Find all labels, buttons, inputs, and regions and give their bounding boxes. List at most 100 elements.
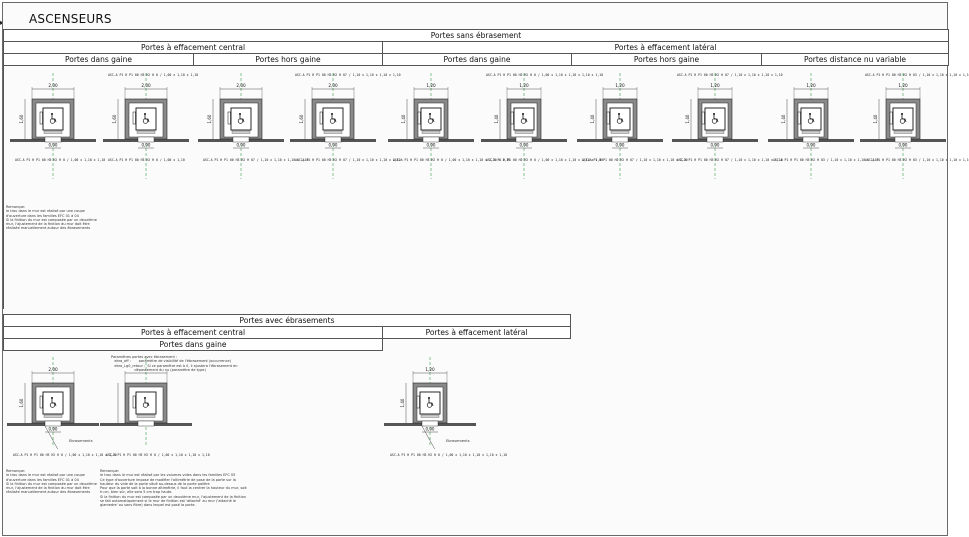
wheelchair-icon	[142, 397, 150, 408]
width-dimension-label: 1,20	[519, 83, 529, 88]
bottom-unit-1-tag: ASC-A P1 H P1 00 H3 H2 H 0 / 1,00 x 1,10…	[13, 453, 117, 457]
depth-dimension-label: 1,60	[19, 114, 24, 123]
top-elevator-unit-2: 2,00 1,60 0,90	[103, 69, 189, 181]
top-unit-7-bottom-tag: ASC-A P1 H P1 00 H3 H2 H 07 / 1,10 x 1,1…	[582, 158, 688, 162]
top-elevator-unit-6-drawing: 1,201,400,90	[481, 73, 567, 179]
top-elevator-unit-8-drawing: 1,201,400,90	[672, 73, 758, 179]
cabin-side-panel	[39, 111, 43, 125]
width-dimension-label: 2,00	[328, 83, 338, 88]
bottom-elevator-unit-2-drawing	[100, 357, 192, 447]
door-opening	[44, 136, 62, 143]
bottom-elevator-unit-1-drawing: 2,00 1,60 0,90	[7, 357, 99, 456]
cabin-side-panel	[319, 111, 323, 125]
door-opening	[137, 136, 155, 143]
cabin-side-panel	[132, 111, 136, 125]
door-dimension-label: 0,90	[899, 143, 908, 148]
door-dimension-label: 0,90	[520, 143, 529, 148]
bottom-remark-left: Remarque: le trou dans le mur est réalis…	[6, 469, 97, 495]
door-opening	[802, 136, 820, 143]
top-sub-lateral-distance: Portes distance nu variable	[761, 53, 949, 66]
top-unit-4-bottom-tag: ASC-A P1 H P1 00 H3 H2 H 07 / 1,10 x 1,1…	[295, 158, 401, 162]
page-title: ASCENSEURS	[29, 12, 112, 26]
wheelchair-icon	[899, 113, 907, 124]
cabin-side-panel	[606, 111, 610, 125]
width-dimension-label: 2,00	[48, 367, 58, 372]
top-unit-8-top-tag: ASC-A P1 H P1 00 H3 H2 H 07 / 1,10 x 1,1…	[677, 73, 783, 77]
door-opening	[422, 136, 440, 143]
width-dimension-label: 2,00	[141, 83, 151, 88]
door-dimension-label: 0,90	[49, 143, 58, 148]
cabin-side-panel	[417, 111, 421, 125]
bottom-elevator-unit-2	[100, 353, 192, 449]
wheelchair-icon	[49, 113, 57, 124]
door-dimension-label: 0,90	[711, 143, 720, 148]
cabin-side-panel	[510, 111, 514, 125]
door-dimension-label: 0,90	[426, 427, 435, 432]
bottom-unit-3-ebrasement-label: Ebrasements	[446, 439, 470, 443]
width-dimension-label: 1,20	[806, 83, 816, 88]
top-elevator-unit-5-drawing: 1,201,400,90	[388, 73, 474, 179]
top-unit-6-top-tag: ASC-A P1 H P1 00 H3 H2 H 0 / 1,00 x 1,10…	[486, 73, 604, 77]
door-opening	[894, 136, 912, 143]
cabin-side-panel	[797, 111, 801, 125]
top-unit-10-top-tag: ASC-A P1 H P1 00 H3 H2 H 03 / 1,10 x 1,1…	[865, 73, 969, 77]
top-unit-9-bottom-tag: ASC-A P1 H P1 00 H3 H2 H 03 / 1,10 x 1,1…	[773, 158, 879, 162]
door-track	[801, 130, 821, 134]
bottom-group-lateral-header: Portes à effacement latéral	[382, 326, 571, 339]
width-dimension-label: 1,20	[426, 83, 436, 88]
bottom-unit-3-tag: ASC-A P1 H P1 00 H3 H2 H 0 / 1,00 x 1,10…	[390, 453, 508, 457]
door-track	[43, 414, 63, 418]
top-elevator-unit-1-drawing: 2,001,600,90	[10, 73, 96, 179]
door-dimension-label: 0,90	[49, 427, 58, 432]
bottom-remark-right: Remarque: le trou dans le mur est réalis…	[100, 469, 247, 508]
wheelchair-icon	[329, 113, 337, 124]
door-track	[421, 130, 441, 134]
top-unit-2-top-tag: ASC-A P1 H P1 00 H3 H2 H 0 / 1,00 x 1,10…	[108, 73, 199, 77]
top-elevator-unit-4-drawing: 2,001,600,90	[290, 73, 376, 179]
door-track	[610, 130, 630, 134]
door-track	[43, 130, 63, 134]
door-track	[136, 414, 156, 418]
cabin-side-panel	[416, 395, 420, 409]
depth-dimension-label: 1,60	[19, 398, 24, 407]
top-elevator-unit-3-drawing: 2,001,600,90	[198, 73, 284, 179]
top-unit-5-bottom-tag: ASC-A P1 H P1 00 H3 H2 H 0 / 1,00 x 1,10…	[393, 158, 511, 162]
bottom-unit-1-ebrasement-label: Ebrasements	[69, 439, 93, 443]
wheelchair-icon	[142, 113, 150, 124]
door-dimension-label: 0,90	[329, 143, 338, 148]
depth-dimension-label: 1,40	[873, 114, 878, 123]
top-elevator-unit-10: 1,20 1,40 0,90	[860, 69, 946, 181]
top-elevator-unit-10-drawing: 1,20 1,40 0,90	[860, 73, 946, 179]
wheelchair-icon	[711, 113, 719, 124]
top-sub-lateral-hors-gaine: Portes hors gaine	[571, 53, 762, 66]
depth-dimension-label: 1,40	[781, 114, 786, 123]
wheelchair-icon	[520, 113, 528, 124]
bottom-sub-central-dans-gaine: Portes dans gaine	[3, 338, 383, 351]
top-unit-4-top-tag: ASC-A P1 H P1 00 H3 H2 H 07 / 1,10 x 1,1…	[295, 73, 401, 77]
top-sub-central-hors-gaine: Portes hors gaine	[193, 53, 383, 66]
top-sub-lateral-dans-gaine: Portes dans gaine	[382, 53, 572, 66]
depth-dimension-label: 1,60	[112, 114, 117, 123]
bottom-elevator-unit-3-drawing: 1,201,400,90	[384, 357, 476, 456]
door-track	[705, 130, 725, 134]
door-track	[231, 130, 251, 134]
width-dimension-label: 1,20	[898, 83, 908, 88]
bottom-unit-2-tag: ASC-A P1 H P1 00 H3 H2 H 0 / 1,00 x 1,10…	[106, 453, 210, 457]
cabin-side-panel	[132, 395, 136, 409]
width-dimension-label: 1,20	[425, 367, 435, 372]
door-dimension-label: 0,90	[142, 143, 151, 148]
top-sub-central-dans-gaine: Portes dans gaine	[3, 53, 194, 66]
wheelchair-icon	[427, 113, 435, 124]
depth-dimension-label: 1,40	[685, 114, 690, 123]
top-elevator-unit-7-drawing: 1,201,400,90	[577, 73, 663, 179]
door-opening	[611, 136, 629, 143]
wheelchair-icon	[616, 113, 624, 124]
